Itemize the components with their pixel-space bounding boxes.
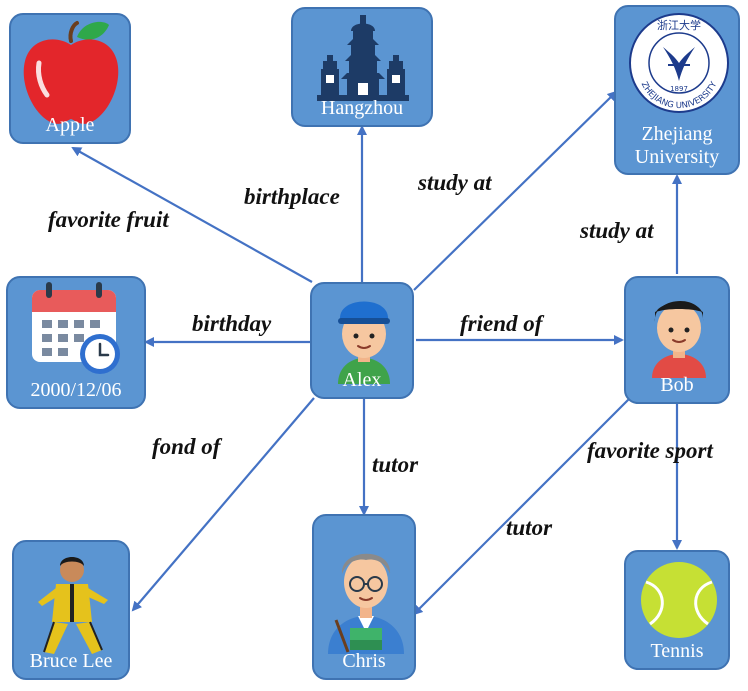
bruce-lee-figure-icon bbox=[38, 557, 108, 654]
calendar-clock-icon bbox=[32, 282, 120, 374]
edge-label-fond-of: fond of bbox=[152, 434, 221, 459]
edge-tutor-bob bbox=[412, 397, 631, 616]
alex-avatar-icon bbox=[338, 301, 390, 384]
node-birthday[interactable]: 2000/12/06 bbox=[6, 276, 146, 409]
seal-year-text: 1897 bbox=[670, 85, 688, 93]
chris-teacher-icon bbox=[328, 553, 404, 654]
node-hangzhou[interactable]: Hangzhou bbox=[291, 7, 433, 127]
edge-label-study-at-bob: study at bbox=[580, 218, 654, 243]
node-bruce-lee[interactable]: Bruce Lee bbox=[12, 540, 130, 680]
node-label-alex: Alex bbox=[342, 369, 382, 391]
edge-label-birthplace: birthplace bbox=[244, 184, 340, 209]
node-label-hangzhou: Hangzhou bbox=[320, 97, 404, 119]
node-label-tennis: Tennis bbox=[650, 640, 704, 662]
edge-fond-of bbox=[131, 397, 315, 612]
node-alex[interactable]: Alex bbox=[310, 282, 414, 399]
edge-favorite-fruit bbox=[71, 147, 313, 283]
edge-label-study-at-alex: study at bbox=[418, 170, 492, 195]
node-tennis[interactable]: Tennis bbox=[624, 550, 730, 670]
node-label-apple: Apple bbox=[45, 114, 95, 136]
node-chris[interactable]: Chris bbox=[312, 514, 416, 680]
node-label-bruce-lee: Bruce Lee bbox=[29, 650, 113, 672]
bob-avatar-icon bbox=[652, 300, 706, 378]
seal-top-text: 浙江大学 bbox=[657, 18, 701, 32]
node-label-bob: Bob bbox=[660, 374, 694, 396]
edge-label-favorite-sport: favorite sport bbox=[587, 438, 713, 463]
node-apple[interactable]: Apple bbox=[9, 13, 131, 144]
edge-label-friend-of: friend of bbox=[460, 311, 543, 336]
edge-label-tutor-alex: tutor bbox=[372, 452, 419, 477]
node-label-chris: Chris bbox=[342, 650, 386, 672]
tennis-ball-icon bbox=[641, 562, 717, 638]
edge-label-birthday: birthday bbox=[192, 311, 272, 336]
node-zhejiang-university[interactable]: 浙江大学 ZHEJIANG UNIVERSITY 1897 Zhejiang U… bbox=[614, 5, 740, 175]
edge-label-favorite-fruit: favorite fruit bbox=[48, 207, 169, 232]
edge-label-tutor-bob: tutor bbox=[506, 515, 553, 540]
apple-icon bbox=[23, 21, 119, 124]
pagoda-icon bbox=[317, 15, 409, 101]
university-seal-icon: 浙江大学 ZHEJIANG UNIVERSITY 1897 bbox=[629, 13, 729, 113]
node-bob[interactable]: Bob bbox=[624, 276, 730, 404]
node-label-birthday: 2000/12/06 bbox=[30, 379, 122, 401]
node-label-zhejiang-university: Zhejiang University bbox=[634, 123, 720, 168]
edge-study-at-alex bbox=[413, 90, 618, 291]
